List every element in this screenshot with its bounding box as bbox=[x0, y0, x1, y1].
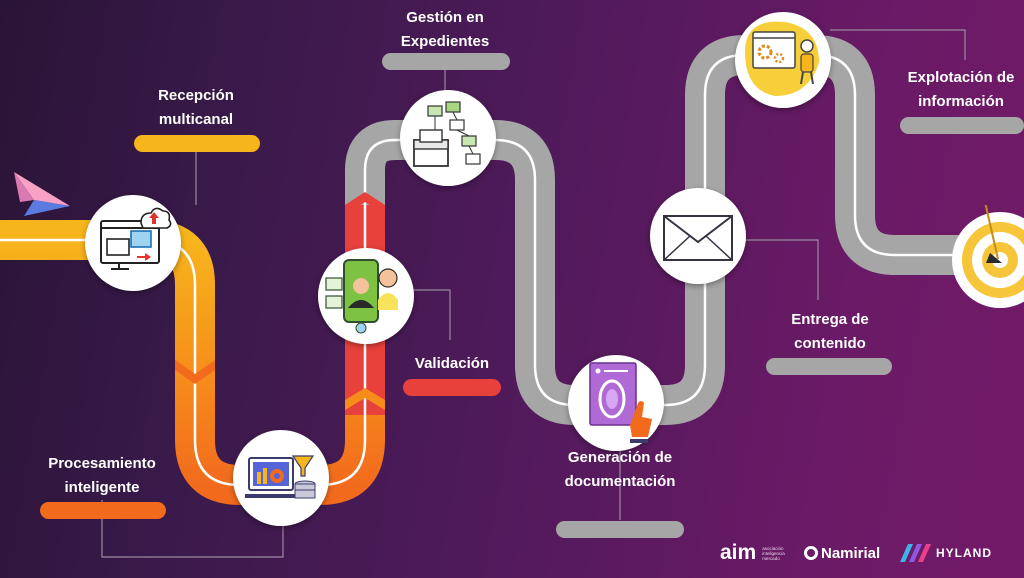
document-touch-icon bbox=[589, 362, 652, 443]
file-cabinet-icon bbox=[413, 101, 481, 167]
step-bar-entrega bbox=[766, 358, 892, 375]
step-node-recepcion bbox=[85, 195, 181, 291]
namirial-mark-icon bbox=[804, 546, 818, 560]
cloud-upload-computer-icon bbox=[100, 207, 172, 270]
step-bar-validacion bbox=[403, 379, 501, 396]
step-bar-recepcion bbox=[134, 135, 260, 152]
step-bar-procesamiento bbox=[40, 502, 166, 519]
hyland-mark-icon bbox=[900, 544, 931, 562]
step-label-validacion: Validación bbox=[414, 355, 490, 372]
data-processing-funnel-icon bbox=[245, 455, 316, 499]
step-node-gestion bbox=[400, 90, 496, 186]
robot-gears-icon bbox=[745, 21, 819, 96]
logo-aim: aim asociación inteligencia mercado bbox=[720, 541, 785, 564]
step-bar-explotacion bbox=[900, 117, 1024, 134]
step-bar-gestion bbox=[382, 53, 510, 70]
target-arrow-icon bbox=[952, 205, 1024, 308]
step-node-validacion bbox=[318, 248, 414, 344]
envelope-icon bbox=[663, 215, 733, 261]
identity-verification-icon bbox=[325, 259, 398, 334]
step-bar-generacion bbox=[556, 521, 684, 538]
paper-plane-icon bbox=[14, 172, 70, 216]
step-node-generacion bbox=[568, 355, 664, 451]
logo-hyland: HYLAND bbox=[898, 541, 992, 565]
step-node-procesamiento bbox=[233, 430, 329, 526]
step-node-entrega bbox=[650, 188, 746, 284]
logo-namirial: Namirial bbox=[804, 542, 880, 564]
step-node-explotacion bbox=[735, 12, 831, 108]
